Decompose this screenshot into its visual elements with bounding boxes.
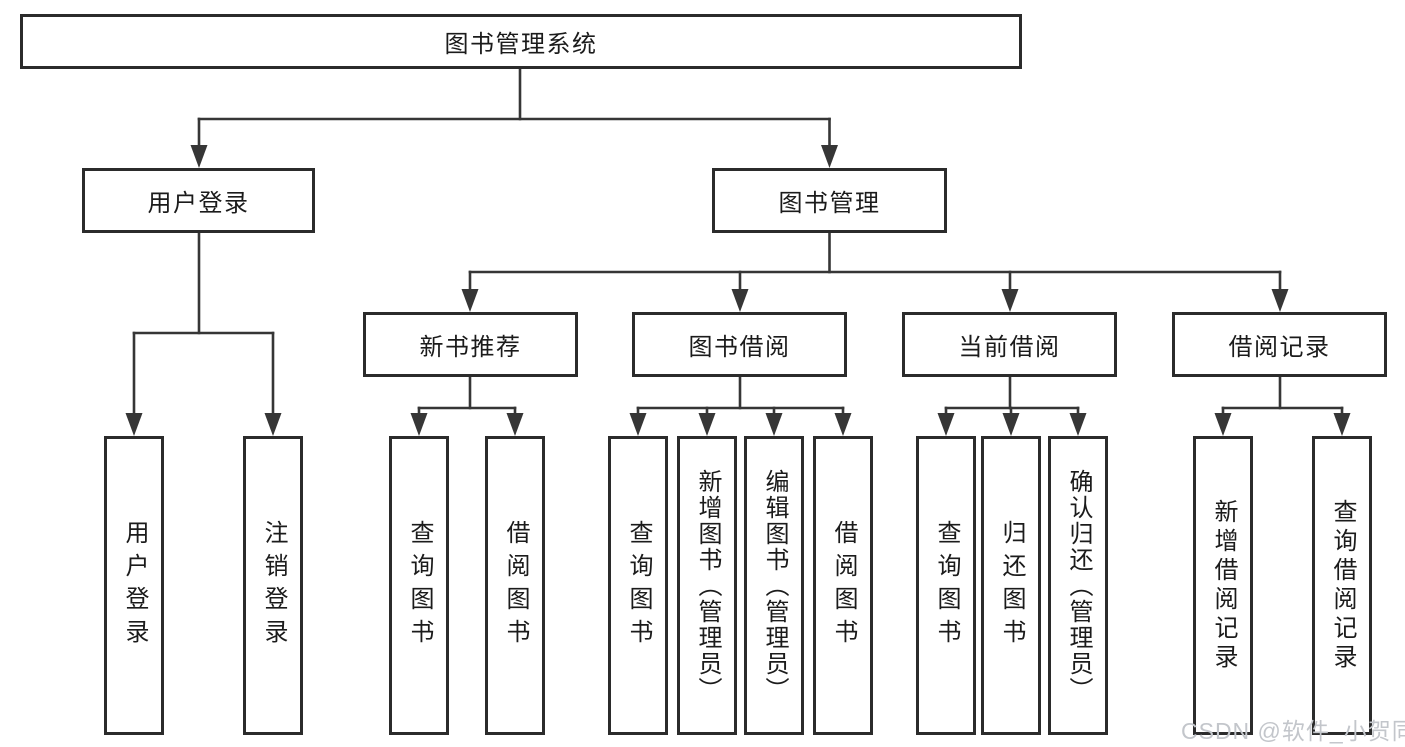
node-book-borrow: 图书借阅 bbox=[632, 312, 847, 377]
node-label: 图书管理 bbox=[778, 190, 881, 217]
leaf-label: 编辑图书（管理员） bbox=[761, 468, 788, 703]
leaf-borrow-books-recommend: 借阅图书 bbox=[485, 436, 545, 735]
leaf-query-books-current: 查询图书 bbox=[916, 436, 976, 735]
node-book-management-branch: 图书管理 bbox=[712, 168, 947, 233]
node-user-login-branch: 用户登录 bbox=[82, 168, 315, 233]
leaf-label: 查询借阅记录 bbox=[1329, 498, 1356, 673]
node-label: 新书推荐 bbox=[419, 334, 522, 361]
leaf-user-login: 用户登录 bbox=[104, 436, 164, 735]
connector-new-book-recommend-children bbox=[410, 375, 524, 436]
leaf-confirm-return-admin: 确认归还（管理员） bbox=[1048, 436, 1108, 735]
connector-user-login-children bbox=[125, 231, 282, 436]
connector-book-borrow-children bbox=[629, 375, 852, 436]
leaf-label: 归还图书 bbox=[998, 519, 1025, 652]
node-new-book-recommend: 新书推荐 bbox=[363, 312, 578, 377]
leaf-label: 确认归还（管理员） bbox=[1065, 468, 1092, 703]
leaf-label: 借阅图书 bbox=[830, 519, 857, 652]
leaf-label: 借阅图书 bbox=[502, 519, 529, 652]
node-label: 图书管理系统 bbox=[444, 31, 598, 58]
leaf-return-books: 归还图书 bbox=[981, 436, 1041, 735]
leaf-add-borrow-record: 新增借阅记录 bbox=[1193, 436, 1253, 735]
leaf-edit-books-admin: 编辑图书（管理员） bbox=[744, 436, 804, 735]
leaf-label: 查询图书 bbox=[406, 519, 433, 652]
leaf-query-borrow-record: 查询借阅记录 bbox=[1312, 436, 1372, 735]
connector-root-to-level2 bbox=[190, 67, 838, 168]
connector-book-mgmt-to-level3 bbox=[461, 231, 1289, 312]
connector-borrow-record-children bbox=[1214, 375, 1351, 436]
leaf-label: 新增借阅记录 bbox=[1210, 498, 1237, 673]
leaf-logout: 注销登录 bbox=[243, 436, 303, 735]
leaf-query-books-recommend: 查询图书 bbox=[389, 436, 449, 735]
node-current-borrow: 当前借阅 bbox=[902, 312, 1117, 377]
leaf-add-books-admin: 新增图书（管理员） bbox=[677, 436, 737, 735]
leaf-label: 用户登录 bbox=[121, 519, 148, 652]
leaf-label: 查询图书 bbox=[933, 519, 960, 652]
leaf-borrow-books: 借阅图书 bbox=[813, 436, 873, 735]
leaf-label: 注销登录 bbox=[260, 519, 287, 652]
leaf-query-books-borrow: 查询图书 bbox=[608, 436, 668, 735]
node-label: 用户登录 bbox=[147, 190, 250, 217]
node-label: 图书借阅 bbox=[688, 334, 791, 361]
connector-current-borrow-children bbox=[937, 375, 1087, 436]
node-label: 当前借阅 bbox=[958, 334, 1061, 361]
node-borrow-record: 借阅记录 bbox=[1172, 312, 1387, 377]
leaf-label: 查询图书 bbox=[625, 519, 652, 652]
node-label: 借阅记录 bbox=[1228, 334, 1331, 361]
node-system-root: 图书管理系统 bbox=[20, 14, 1022, 69]
leaf-label: 新增图书（管理员） bbox=[694, 468, 721, 703]
